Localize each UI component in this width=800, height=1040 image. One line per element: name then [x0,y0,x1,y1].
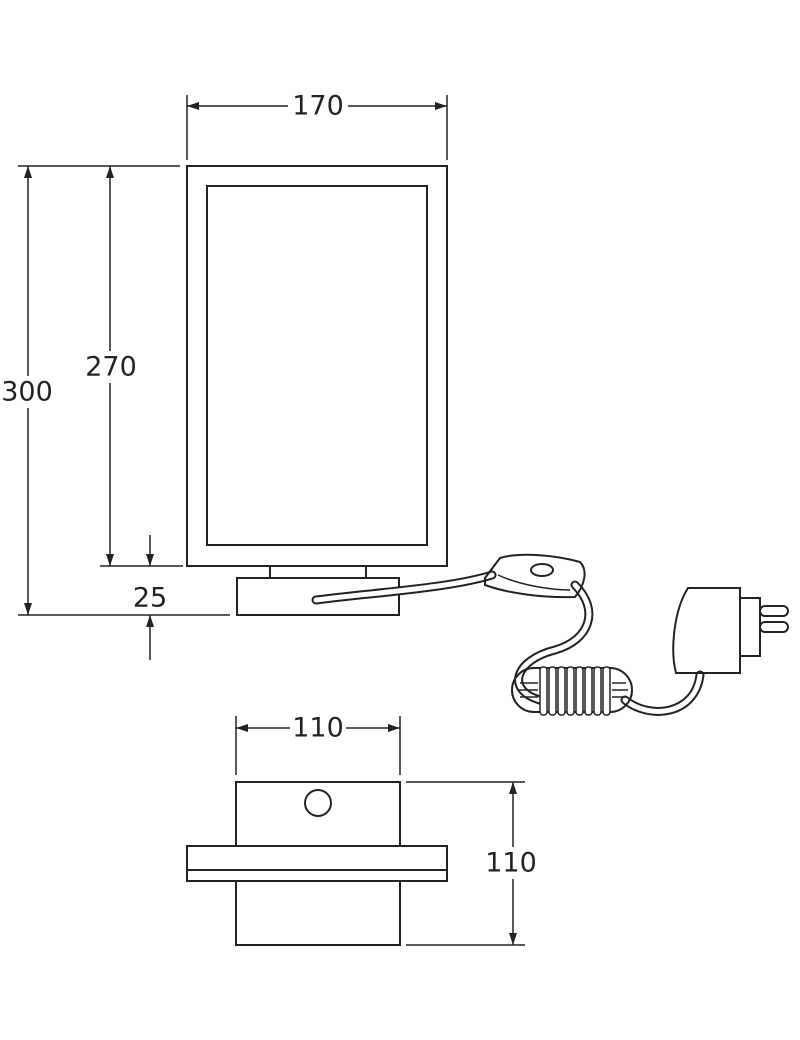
base-block [236,577,400,616]
dim-base-height: 25 [133,535,167,660]
front-view [186,165,448,616]
inner-panel [206,185,428,546]
dim-label-25: 25 [133,583,167,614]
inline-switch [484,553,586,599]
dim-label-110-depth: 110 [485,848,537,879]
frame-plate [186,845,448,882]
base-upper [235,781,401,847]
dim-label-300: 300 [1,377,53,408]
dim-base-depth: 110 [406,781,542,946]
power-cord [311,553,789,716]
dim-total-height: 300 [0,165,230,616]
dim-base-width: 110 [235,712,401,775]
dim-frame-height: 270 [78,166,183,567]
dim-frame-width: 170 [186,90,448,160]
cord-coil [511,666,633,716]
power-plug [672,587,789,674]
top-view [186,781,448,946]
dim-label-270: 270 [85,352,137,383]
dim-label-110-width: 110 [292,713,344,744]
base-lower [235,880,401,946]
outer-frame [186,165,448,567]
cable-hole [304,789,332,817]
dim-label-170: 170 [292,91,344,122]
frame-stem [269,565,367,579]
